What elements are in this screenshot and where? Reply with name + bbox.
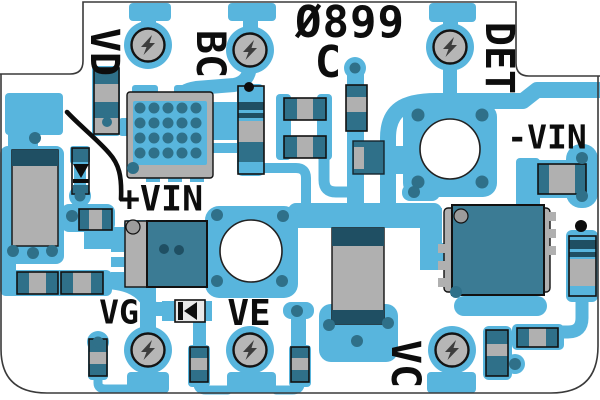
testpoint-vd [122, 19, 174, 71]
polarity-dot [575, 220, 587, 232]
resistor-bottom-right-h [516, 327, 559, 348]
label-neg-vin: -VIN [507, 117, 587, 157]
resistor-pair-center [283, 97, 327, 159]
diode-vg-ve [174, 299, 206, 323]
components [11, 67, 597, 383]
capacitor-electrolytic-bottom [331, 227, 385, 325]
silkscreen-curve [64, 109, 124, 202]
label-pos-vin: +VIN [118, 179, 204, 220]
sma-hole-center [219, 219, 283, 283]
label-det: DET [476, 21, 522, 95]
polarity-dot [244, 82, 254, 92]
module-via-array [127, 102, 202, 174]
resistor-bottom-right-v [485, 329, 509, 377]
resistor-vd [93, 67, 120, 135]
ic-pos-vin [124, 219, 208, 288]
via-dots [7, 62, 588, 370]
testpoint-bc [224, 24, 276, 76]
label-vg: VG [99, 292, 139, 332]
resistor-neg-vin [537, 163, 587, 195]
testpoint-vc [426, 324, 478, 376]
label-ve: VE [227, 293, 271, 334]
pin1-marker [125, 219, 141, 235]
label-vc: VC [382, 339, 428, 389]
resistor-mid-vertical [345, 84, 385, 175]
capacitor-electrolytic-left [11, 149, 59, 247]
resistor-mid-left [78, 208, 113, 231]
sma-hole-neg-vin [419, 118, 481, 180]
label-part-number: Ø899 [295, 0, 405, 48]
capacitor-tantalum-center [237, 82, 265, 175]
label-bc: BC [187, 29, 233, 79]
pin1-marker [453, 208, 469, 224]
label-vd: VD [81, 27, 127, 77]
ic-main-right [450, 204, 545, 298]
testpoint-vg [122, 324, 174, 376]
resistor-ve-left [189, 346, 209, 383]
resistor-chain-bottom-left [16, 271, 104, 295]
resistor-ve-right [290, 346, 310, 383]
capacitor-tantalum-right [568, 220, 597, 297]
testpoint-det [424, 21, 476, 73]
label-revision: C [314, 37, 342, 88]
